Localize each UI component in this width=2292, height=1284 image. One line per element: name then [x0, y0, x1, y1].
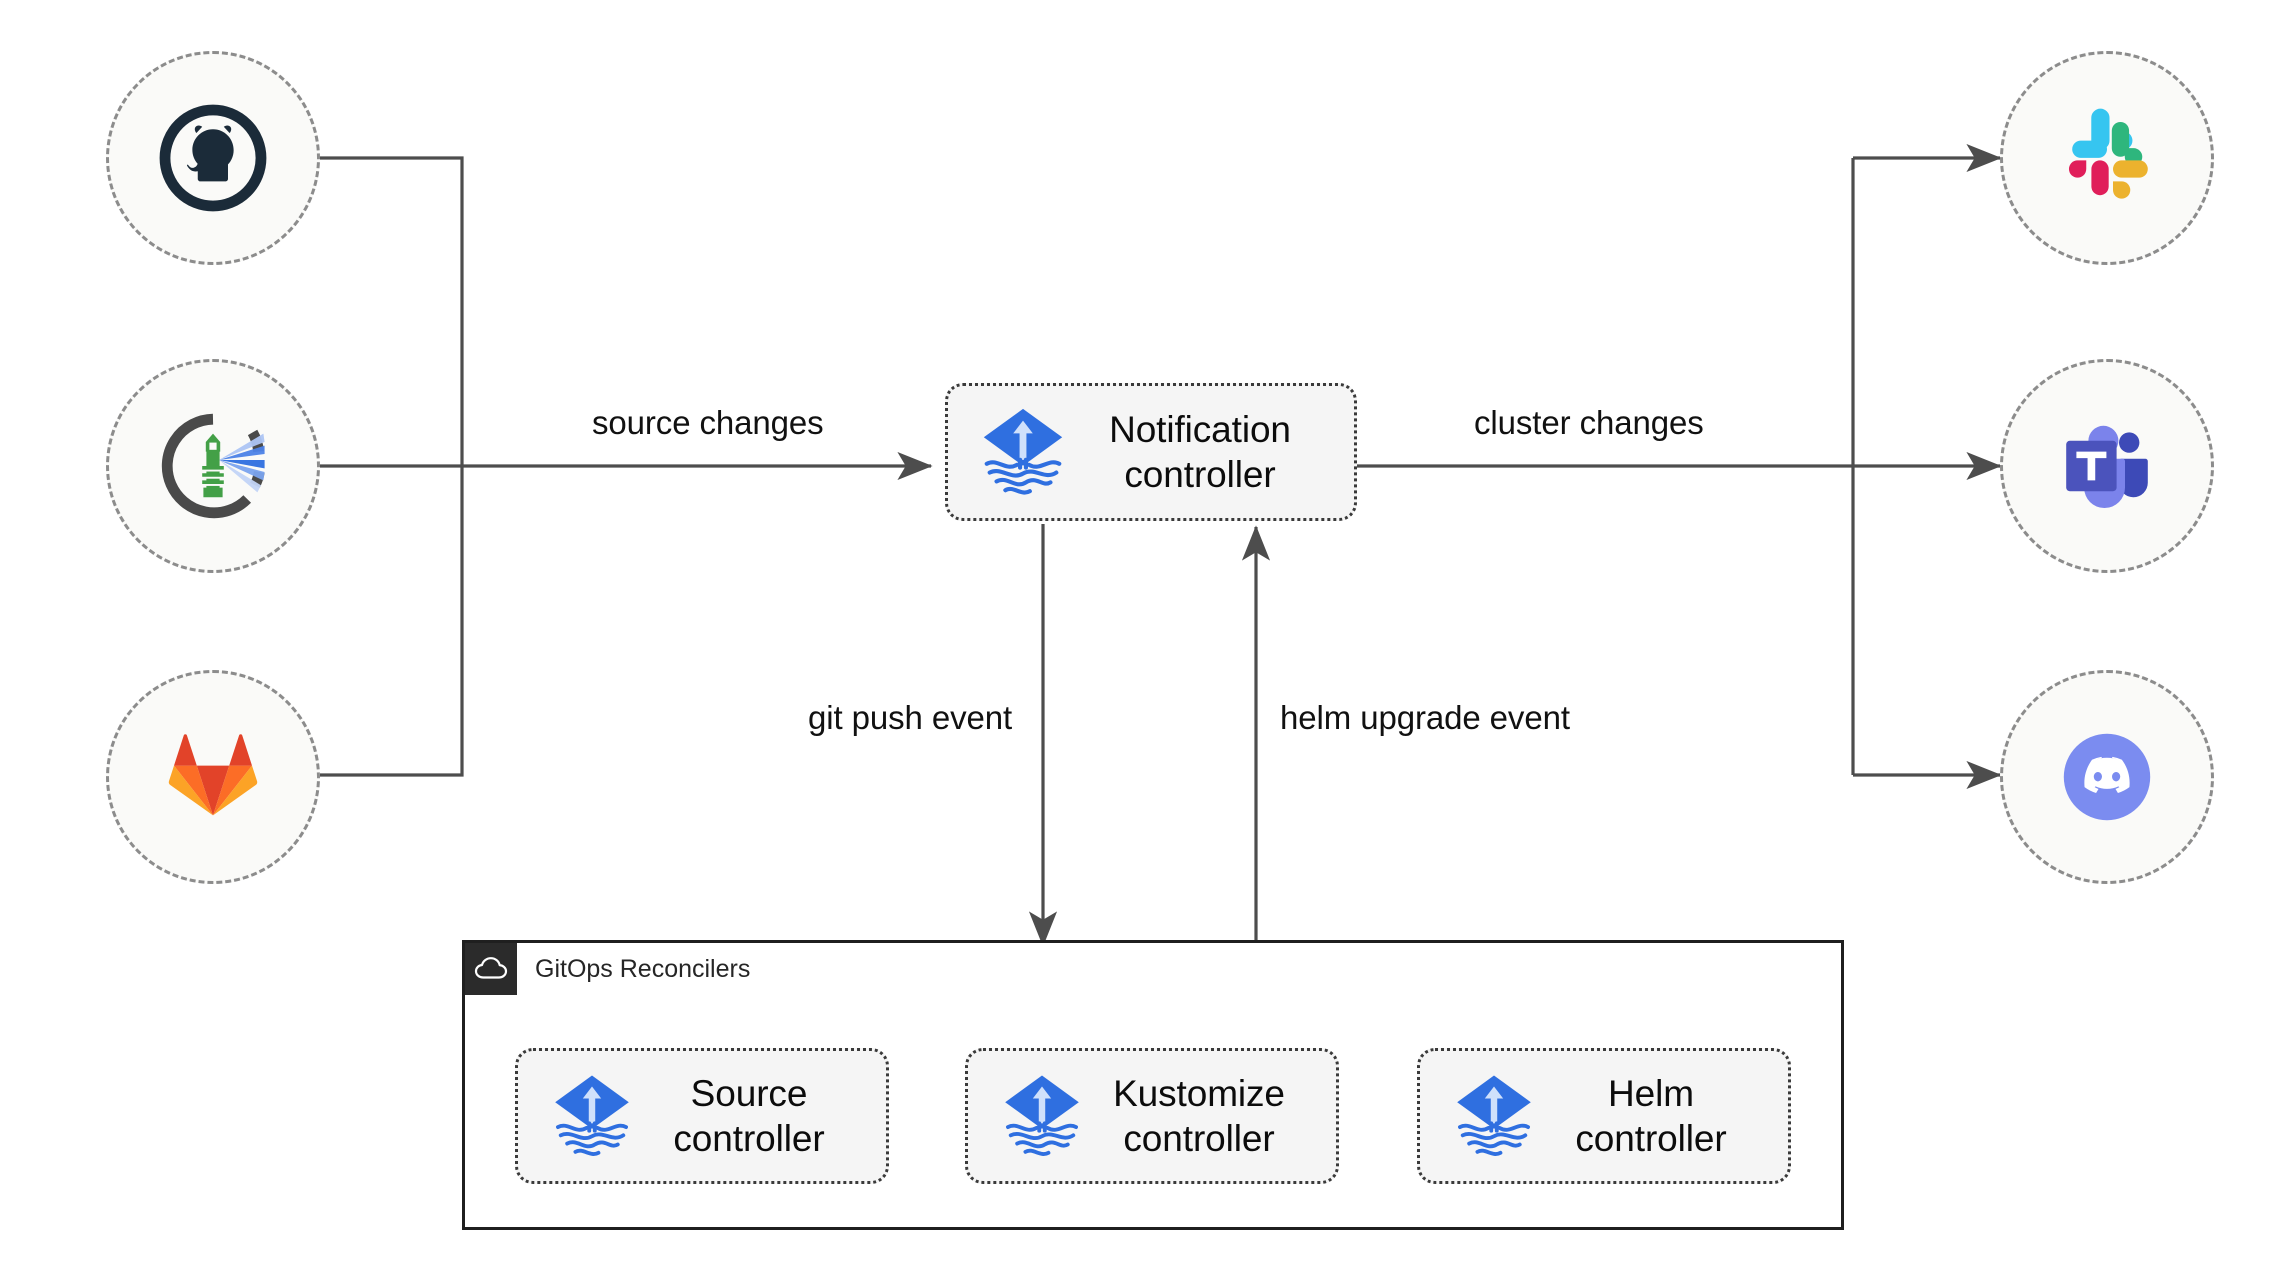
flux-lighthouse-icon [161, 413, 265, 519]
notification-controller-label: Notification controller [1109, 408, 1291, 495]
microsoft-teams-icon [2066, 425, 2148, 508]
notification-controller-box[interactable]: Notification controller [945, 383, 1357, 521]
gitops-reconcilers-group: GitOps Reconcilers Source controll [462, 940, 1844, 1230]
target-node-slack[interactable] [2000, 51, 2214, 265]
edge-label-helm-upgrade-event: helm upgrade event [1272, 697, 1578, 739]
kustomize-controller-label: Kustomize controller [1113, 1072, 1285, 1159]
source-node-gitlab[interactable] [106, 670, 320, 884]
slack-icon [2068, 108, 2148, 199]
source-controller-box[interactable]: Source controller [515, 1048, 889, 1184]
edge-label-source-changes: source changes [584, 402, 832, 444]
flux-icon [983, 408, 1063, 495]
flux-icon [1457, 1075, 1531, 1156]
gitops-group-title: GitOps Reconcilers [535, 954, 751, 983]
kustomize-controller-box[interactable]: Kustomize controller [965, 1048, 1339, 1184]
flux-icon [555, 1075, 629, 1156]
cloud-icon [474, 957, 508, 979]
source-node-github[interactable] [106, 51, 320, 265]
github-icon [159, 104, 267, 212]
discord-icon [2063, 733, 2151, 821]
helm-controller-label: Helm controller [1575, 1072, 1727, 1159]
source-controller-label: Source controller [673, 1072, 825, 1159]
gitlab-icon [168, 734, 258, 816]
helm-controller-box[interactable]: Helm controller [1417, 1048, 1791, 1184]
target-node-teams[interactable] [2000, 359, 2214, 573]
target-node-discord[interactable] [2000, 670, 2214, 884]
edge-label-cluster-changes: cluster changes [1466, 402, 1712, 444]
source-node-fluxcd[interactable] [106, 359, 320, 573]
edge-label-git-push-event: git push event [800, 697, 1021, 739]
flux-icon [1005, 1075, 1079, 1156]
gitops-group-header: GitOps Reconcilers [465, 943, 750, 995]
cloud-icon-tab [465, 943, 517, 995]
edge-left-bus [320, 156, 464, 777]
